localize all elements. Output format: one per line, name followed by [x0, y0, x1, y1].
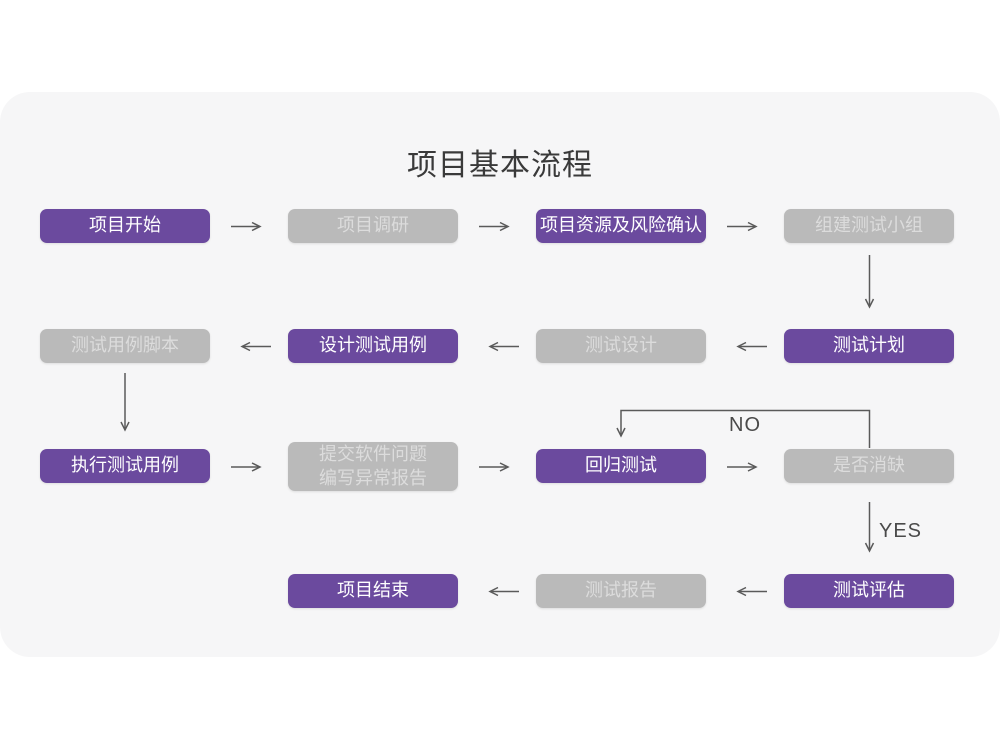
flowchart-panel — [0, 92, 1000, 657]
flow-node-build-test-team: 组建测试小组 — [784, 209, 954, 243]
flow-node-defect-cleared-decision: 是否消缺 — [784, 449, 954, 483]
flow-node-test-plan: 测试计划 — [784, 329, 954, 363]
flow-node-design-test-cases: 设计测试用例 — [288, 329, 458, 363]
flow-node-resource-risk-confirm: 项目资源及风险确认 — [536, 209, 706, 243]
flow-node-project-end: 项目结束 — [288, 574, 458, 608]
flow-node-regression-test: 回归测试 — [536, 449, 706, 483]
flow-node-test-report: 测试报告 — [536, 574, 706, 608]
flow-node-submit-issue-report: 提交软件问题 编写异常报告 — [288, 442, 458, 491]
edge-label-no: NO — [729, 414, 761, 436]
diagram-title: 项目基本流程 — [407, 149, 593, 182]
flow-node-project-start: 项目开始 — [40, 209, 210, 243]
flow-node-execute-test-cases: 执行测试用例 — [40, 449, 210, 483]
flow-node-test-design: 测试设计 — [536, 329, 706, 363]
flow-node-test-evaluation: 测试评估 — [784, 574, 954, 608]
flow-node-test-case-script: 测试用例脚本 — [40, 329, 210, 363]
flow-node-project-research: 项目调研 — [288, 209, 458, 243]
edge-label-yes: YES — [879, 520, 923, 542]
